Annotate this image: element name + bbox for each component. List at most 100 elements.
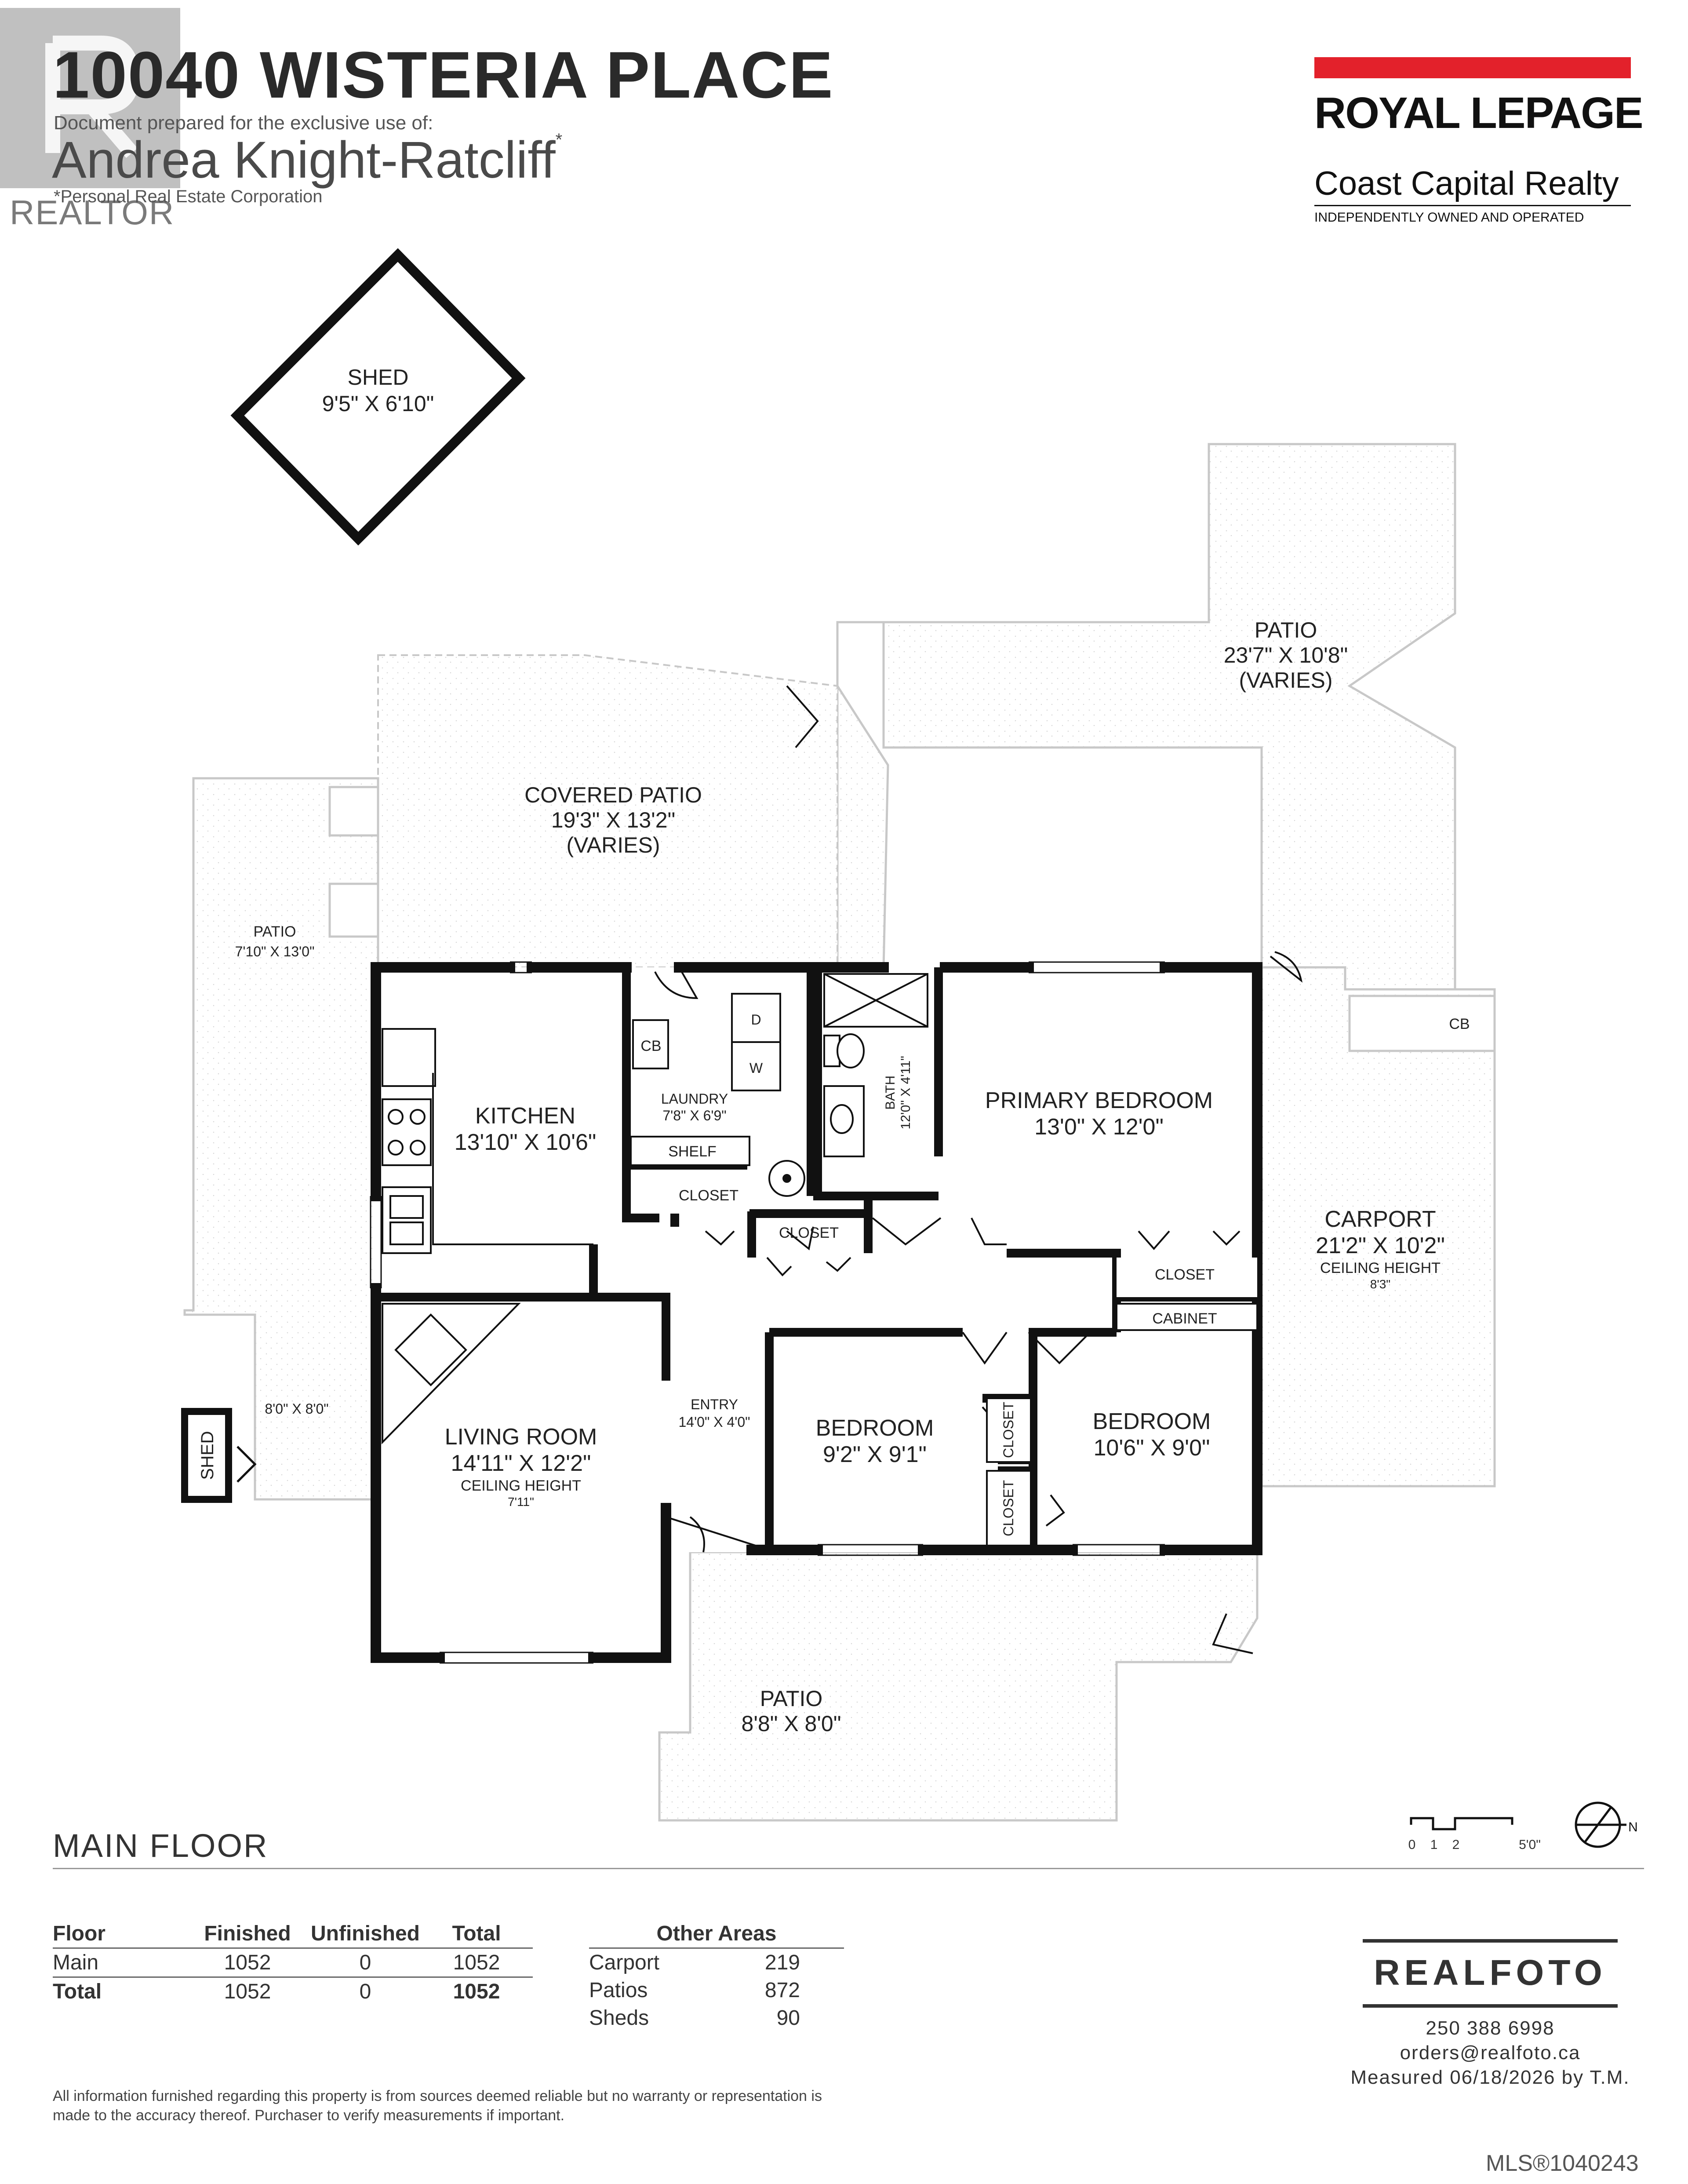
bedroom-1-name: BEDROOM bbox=[816, 1415, 934, 1441]
table-row: Main 1052 0 1052 bbox=[53, 1948, 533, 1978]
covered-patio-name: COVERED PATIO bbox=[524, 783, 702, 807]
carport-dims: 21'2" X 10'2" bbox=[1316, 1233, 1445, 1258]
entry-wall bbox=[666, 1516, 770, 1551]
disclaimer: All information furnished regarding this… bbox=[53, 2088, 822, 2124]
col-floor: Floor bbox=[53, 1921, 197, 1949]
shed-small-dims: 8'0" X 8'0" bbox=[265, 1401, 328, 1417]
shed-top-outline bbox=[230, 248, 526, 546]
floor-name: MAIN FLOOR bbox=[53, 1827, 269, 1864]
patio-left-name: PATIO bbox=[254, 923, 296, 940]
col-total: Total bbox=[433, 1921, 533, 1949]
stove bbox=[382, 1098, 432, 1166]
entry-dims: 14'0" X 4'0" bbox=[678, 1414, 750, 1430]
closet-box-primary bbox=[1117, 1258, 1257, 1297]
cabinet-box bbox=[1116, 1303, 1258, 1331]
closet-box-bed1 bbox=[986, 1397, 1032, 1463]
col-unfinished: Unfinished bbox=[310, 1921, 433, 1949]
table-row: Sheds 90 bbox=[589, 2004, 844, 2032]
room-labels: SHED 9'5" X 6'10" PATIO 23'7" X 10'8" (V… bbox=[198, 365, 1470, 1736]
kitchen-fixtures bbox=[382, 1028, 593, 1254]
scale-bar bbox=[1410, 1817, 1513, 1830]
closet-label-primary: CLOSET bbox=[1155, 1266, 1215, 1283]
agent-name-line: Andrea Knight-Ratcliff* bbox=[52, 130, 562, 190]
area-table-header: Floor Finished Unfinished Total bbox=[53, 1921, 533, 1949]
kitchen-dims: 13'10" X 10'6" bbox=[455, 1130, 597, 1155]
section-rule bbox=[53, 1868, 1644, 1869]
bath-fixtures bbox=[823, 973, 928, 1157]
col-finished: Finished bbox=[197, 1921, 310, 1949]
north-label: N bbox=[1628, 1820, 1638, 1834]
property-address: 10040 WISTERIA PLACE bbox=[53, 38, 834, 112]
realfoto-brand: REALFOTO bbox=[1374, 1953, 1607, 1993]
north-arrow-icon bbox=[1575, 1801, 1626, 1848]
cell-finished: 1052 bbox=[224, 1980, 271, 2003]
cell-unfinished: 0 bbox=[359, 1980, 371, 2003]
door-swings bbox=[654, 685, 1303, 1654]
scale-tick-5: 5'0" bbox=[1519, 1838, 1541, 1852]
other-name: Sheds bbox=[589, 2006, 649, 2030]
shed-top-dims: 9'5" X 6'10" bbox=[322, 391, 434, 416]
realfoto-email: orders@realfoto.ca bbox=[1400, 2042, 1581, 2064]
brokerage-office: Coast Capital Realty bbox=[1314, 165, 1619, 202]
fireplace bbox=[382, 1303, 521, 1444]
realfoto-phone: 250 388 6998 bbox=[1426, 2017, 1555, 2039]
royal-lepage-logo: ROYAL LEPAGE Coast Capital Realty INDEPE… bbox=[1314, 57, 1644, 229]
bedroom-1-dims: 9'2" X 9'1" bbox=[823, 1442, 927, 1467]
other-areas-title: Other Areas bbox=[589, 1921, 844, 1949]
closet-label-bed2: CLOSET bbox=[1000, 1480, 1016, 1536]
shed-small-outline bbox=[181, 1408, 232, 1503]
other-areas-table: Other Areas Carport 219 Patios 872 Sheds… bbox=[589, 1921, 844, 2032]
brokerage-brand: ROYAL LEPAGE bbox=[1314, 88, 1644, 138]
agent-name: Andrea Knight-Ratcliff bbox=[52, 131, 556, 189]
bath-name: BATH bbox=[883, 1076, 898, 1110]
brand-rule bbox=[1314, 205, 1631, 206]
covered-patio-dims: 19'3" X 13'2" bbox=[551, 808, 676, 832]
bath-dims: 12'0" X 4'11" bbox=[899, 1056, 913, 1129]
shed-door bbox=[280, 456, 327, 507]
living-room-interior bbox=[376, 1297, 666, 1662]
scale-tick-0: 0 bbox=[1408, 1838, 1416, 1852]
cell-floor: Total bbox=[53, 1980, 102, 2003]
carport-ceiling: CEILING HEIGHT bbox=[1320, 1260, 1441, 1276]
cabinet-label: CABINET bbox=[1152, 1310, 1217, 1327]
cell-total: 1052 bbox=[433, 1948, 533, 1978]
dryer bbox=[731, 993, 781, 1043]
patio-top-note: (VARIES) bbox=[1239, 668, 1333, 693]
dryer-label: D bbox=[751, 1012, 761, 1028]
patio-bottom-dims: 8'8" X 8'0" bbox=[742, 1711, 841, 1736]
cell-floor: Main bbox=[53, 1948, 197, 1978]
other-value: 219 bbox=[764, 1951, 800, 1974]
living-room-dims: 14'11" X 12'2" bbox=[451, 1451, 591, 1476]
cell-total: 1052 bbox=[453, 1980, 500, 2003]
patio-top-name: PATIO bbox=[1255, 618, 1317, 642]
closet-label-laundry: CLOSET bbox=[679, 1187, 738, 1204]
bedroom-2-name: BEDROOM bbox=[1093, 1409, 1211, 1434]
patio-left-area bbox=[183, 777, 379, 1501]
shed-top-name: SHED bbox=[348, 365, 409, 390]
washer bbox=[731, 1041, 781, 1091]
covered-patio-area bbox=[377, 654, 838, 968]
windows bbox=[370, 961, 1165, 1664]
cb-label-laundry: CB bbox=[640, 1038, 661, 1054]
entry-name: ENTRY bbox=[691, 1396, 738, 1412]
cb-box-left-2 bbox=[328, 882, 379, 938]
carport-name: CARPORT bbox=[1324, 1207, 1436, 1232]
other-name: Carport bbox=[589, 1951, 660, 1974]
cb-laundry bbox=[632, 1019, 669, 1069]
closet-box-bed2 bbox=[986, 1470, 1032, 1546]
cell-finished: 1052 bbox=[197, 1948, 310, 1978]
living-room-ceiling: CEILING HEIGHT bbox=[461, 1477, 581, 1494]
carport-ceiling-value: 8'3" bbox=[1370, 1277, 1390, 1291]
table-row: Patios 872 bbox=[589, 1976, 844, 2004]
corporation-text: *Personal Real Estate Corporation bbox=[54, 187, 323, 206]
patio-bottom-name: PATIO bbox=[760, 1686, 823, 1711]
table-row: Total 1052 0 1052 bbox=[53, 1977, 533, 2006]
shed-small-name: SHED bbox=[198, 1431, 217, 1480]
kitchen-name: KITCHEN bbox=[475, 1103, 575, 1129]
patio-left-dims: 7'10" X 13'0" bbox=[235, 944, 315, 959]
cb-label-carport: CB bbox=[1449, 1016, 1470, 1032]
scale-tick-1: 1 bbox=[1430, 1838, 1438, 1852]
laundry-fixtures bbox=[632, 993, 807, 1197]
closet-label-bed1: CLOSET bbox=[1000, 1402, 1016, 1458]
